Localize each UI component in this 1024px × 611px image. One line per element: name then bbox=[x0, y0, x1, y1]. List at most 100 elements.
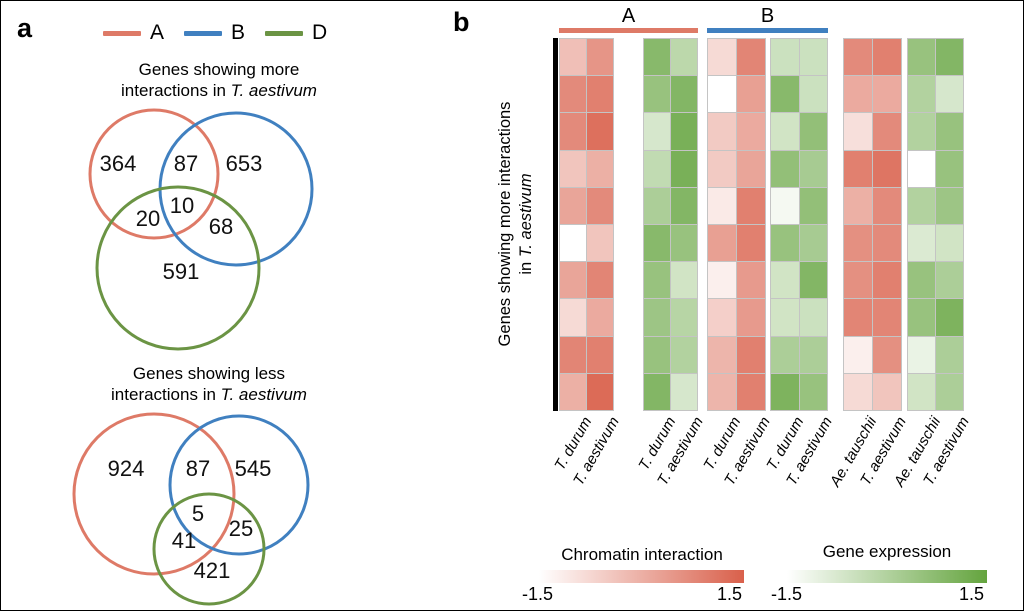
heatmap-cell bbox=[737, 262, 765, 299]
heatmap-cell bbox=[873, 76, 901, 113]
chromatin-legend-title: Chromatin interaction bbox=[561, 545, 723, 564]
heatmap-block-1 bbox=[643, 38, 698, 411]
venn-count-A_and_D: 41 bbox=[172, 528, 196, 553]
group-label-A: A bbox=[621, 5, 636, 27]
heatmap-cell bbox=[587, 150, 613, 187]
venn-circle-D bbox=[152, 492, 266, 606]
heatmap-block-0 bbox=[559, 38, 614, 411]
venn-less-title: Genes showing less interactions in T. ae… bbox=[49, 363, 369, 405]
heatmap-cell bbox=[671, 76, 697, 113]
venn-count-A_and_B_and_D: 5 bbox=[192, 501, 204, 526]
heatmap-cell bbox=[560, 336, 586, 373]
heatmap-cell bbox=[708, 76, 736, 113]
legend-label: B bbox=[231, 21, 246, 44]
heatmap-cell bbox=[560, 187, 586, 224]
panel-b-label: b bbox=[453, 7, 470, 37]
heatmap-cell bbox=[560, 299, 586, 336]
heatmap-cell bbox=[587, 187, 613, 224]
venn-count-B_only: 545 bbox=[235, 456, 272, 481]
heatmap-cell bbox=[873, 336, 901, 373]
heatmap-cell bbox=[708, 224, 736, 262]
heatmap-cell bbox=[908, 336, 935, 373]
heatmap-cell bbox=[587, 336, 613, 373]
heatmap-cell bbox=[771, 113, 799, 150]
heatmap-cell bbox=[771, 299, 799, 336]
venn-legend-item: B bbox=[184, 21, 245, 45]
heatmap-cell bbox=[671, 336, 697, 373]
venn-count-A_only: 924 bbox=[108, 456, 145, 481]
heatmap-cell bbox=[560, 262, 586, 299]
heatmap-cell bbox=[873, 299, 901, 336]
heatmap-cell bbox=[708, 373, 736, 410]
heatmap-cell bbox=[671, 373, 697, 410]
heatmap-cell bbox=[936, 76, 963, 113]
heatmap-cell bbox=[671, 187, 697, 224]
heatmap-cell bbox=[908, 224, 935, 262]
heatmap-cell bbox=[844, 150, 872, 187]
group-bar-B bbox=[707, 28, 828, 33]
venn-count-D_only: 421 bbox=[194, 558, 231, 583]
heatmap-cell bbox=[844, 187, 872, 224]
venn-more-title-line2: interactions in T. aestivum bbox=[121, 81, 317, 100]
venn-count-A_and_B: 87 bbox=[174, 151, 198, 176]
heatmap-cell bbox=[799, 224, 827, 262]
heatmap-cell bbox=[737, 76, 765, 113]
heatmap-cell bbox=[708, 299, 736, 336]
heatmap-cell bbox=[587, 373, 613, 410]
expression-legend-max: 1.5 bbox=[959, 584, 985, 604]
venn-count-D_only: 591 bbox=[163, 259, 200, 284]
heatmap-cell bbox=[644, 150, 670, 187]
heatmap-cell bbox=[771, 187, 799, 224]
heatmap-cell bbox=[671, 224, 697, 262]
heatmap-cell bbox=[936, 187, 963, 224]
legend-line-swatch-D bbox=[265, 30, 304, 36]
legend-line-swatch-B bbox=[184, 30, 223, 36]
heatmap-cell bbox=[644, 373, 670, 410]
heatmap-cell bbox=[587, 39, 613, 76]
group-bar-A bbox=[559, 28, 698, 33]
heatmap-cell bbox=[671, 113, 697, 150]
venn-count-A_and_B_and_D: 10 bbox=[170, 193, 194, 218]
heatmap-cell bbox=[799, 187, 827, 224]
venn-legend-item: A bbox=[103, 21, 164, 45]
venn-circle-A bbox=[72, 412, 236, 576]
heatmap-cell bbox=[936, 373, 963, 410]
heatmap-cell bbox=[799, 373, 827, 410]
heatmap-cell bbox=[737, 373, 765, 410]
heatmap-cell bbox=[708, 150, 736, 187]
group-label-B: B bbox=[760, 5, 775, 27]
venn-circle-B bbox=[168, 414, 310, 556]
heatmap-cell bbox=[737, 336, 765, 373]
heatmap-cell bbox=[908, 262, 935, 299]
heatmap-cell bbox=[844, 373, 872, 410]
heatmap-block-2 bbox=[707, 38, 766, 411]
heatmap-cell bbox=[771, 76, 799, 113]
venn-count-A_and_D: 20 bbox=[136, 206, 160, 231]
heatmap-cell bbox=[644, 39, 670, 76]
expression-legend-title: Gene expression bbox=[822, 542, 952, 561]
venn-more-title: Genes showing more interactions in T. ae… bbox=[59, 59, 379, 101]
heatmap-cell bbox=[873, 39, 901, 76]
heatmap-cell bbox=[844, 336, 872, 373]
heatmap-cell bbox=[799, 336, 827, 373]
heatmap-cell bbox=[844, 262, 872, 299]
legend-line-swatch-A bbox=[103, 30, 141, 36]
venn-legend-item: D bbox=[265, 21, 327, 45]
heatmap-block-4 bbox=[843, 38, 902, 411]
heatmap-cell bbox=[587, 299, 613, 336]
y-axis-label-line1: Genes showing more interactions bbox=[496, 101, 514, 347]
heatmap-cell bbox=[644, 76, 670, 113]
legend-label: A bbox=[150, 21, 165, 44]
heatmap-cell bbox=[844, 113, 872, 150]
heatmap-cell bbox=[771, 336, 799, 373]
heatmap-cell bbox=[560, 39, 586, 76]
venn-count-B_and_D: 25 bbox=[229, 516, 253, 541]
expression-legend-min: -1.5 bbox=[771, 584, 803, 604]
heatmap-cell bbox=[873, 113, 901, 150]
heatmap-cell bbox=[771, 262, 799, 299]
heatmap-cell bbox=[708, 113, 736, 150]
heatmap-cell bbox=[908, 373, 935, 410]
heatmap-cell bbox=[708, 262, 736, 299]
venn-circle-D bbox=[95, 185, 261, 351]
